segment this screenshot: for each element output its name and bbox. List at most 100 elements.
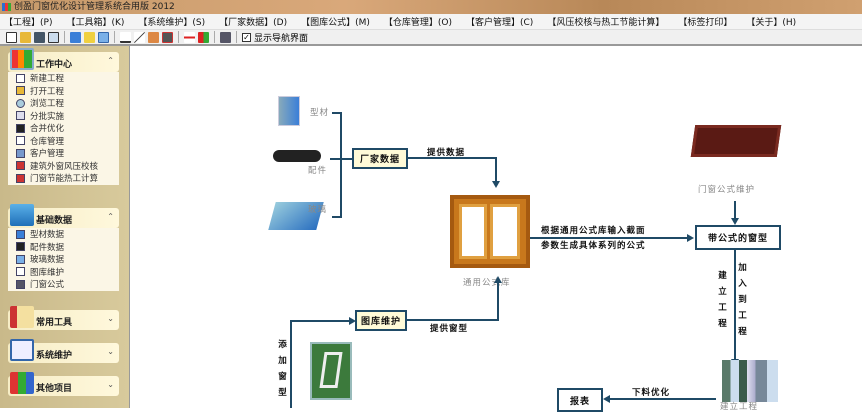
grid-icon <box>10 339 34 361</box>
calc-icon[interactable] <box>162 31 173 43</box>
bracket-line <box>340 112 342 218</box>
sidebar-item-glass-data[interactable]: 玻璃数据 <box>8 253 119 266</box>
sidebar-item-open-project[interactable]: 打开工程 <box>8 85 119 98</box>
sidebar-item-wind-check[interactable]: 建筑外窗风压校核 <box>8 160 119 173</box>
house-icon[interactable] <box>148 31 159 43</box>
vendor-data-box[interactable]: 厂家数据 <box>352 148 408 169</box>
sidebar-item-warehouse[interactable]: 仓库管理 <box>8 135 119 148</box>
expand-icon[interactable]: ⌄ <box>107 347 114 356</box>
arrow-down-icon <box>492 181 500 188</box>
sidebar-item-new-project[interactable]: 新建工程 <box>8 72 119 85</box>
exit-icon[interactable] <box>220 31 231 43</box>
menu-vendor-data[interactable]: 【厂家数据】(D) <box>219 18 288 28</box>
profile-icon <box>16 229 25 239</box>
search-icon <box>16 98 25 108</box>
sidebar-item-hardware-data[interactable]: 配件数据 <box>8 241 119 254</box>
sidebar-item-browse-project[interactable]: 浏览工程 <box>8 97 119 110</box>
sidebar-item-profile-data[interactable]: 型材数据 <box>8 228 119 241</box>
separator <box>178 31 179 43</box>
separator <box>214 31 215 43</box>
menu-customer[interactable]: 【客户管理】(C) <box>466 18 534 28</box>
connector <box>408 157 497 159</box>
menu-toolbox[interactable]: 【工具箱】(K) <box>66 18 125 28</box>
connector <box>290 320 350 322</box>
sidebar-item-thermal[interactable]: 门窗节能热工计算 <box>8 172 119 185</box>
item-label: 仓库管理 <box>30 136 65 147</box>
browse-icon[interactable] <box>48 31 59 43</box>
cubes-icon <box>10 372 34 394</box>
gallery-maint-box[interactable]: 图库维护 <box>355 310 407 331</box>
sidebar-item-batch[interactable]: 分批实施 <box>8 110 119 123</box>
connector <box>332 216 341 218</box>
group-work-center[interactable]: 工作中心 ⌃ <box>8 48 119 72</box>
group-label: 工作中心 <box>36 60 73 70</box>
generate-text-2: 参数生成具体系列的公式 <box>541 241 646 251</box>
tree-icon[interactable] <box>34 31 45 43</box>
item-label: 新建工程 <box>30 74 65 85</box>
calc-icon <box>16 173 25 183</box>
pen-icon[interactable] <box>134 31 145 43</box>
report-box[interactable]: 报表 <box>557 388 603 412</box>
separator <box>114 31 115 43</box>
sidebar: 工作中心 ⌃ 新建工程 打开工程 浏览工程 分批实施 合并优化 仓库管理 客户管理… <box>0 46 130 408</box>
buildings-icon <box>10 204 34 226</box>
window-with-formula-box[interactable]: 带公式的窗型 <box>695 225 781 250</box>
tools-icon <box>16 242 25 252</box>
item-label: 客户管理 <box>30 149 65 160</box>
menu-warehouse[interactable]: 【仓库管理】(O) <box>383 18 452 28</box>
work-center-items: 新建工程 打开工程 浏览工程 分批实施 合并优化 仓库管理 客户管理 建筑外窗风… <box>8 72 119 185</box>
menu-about[interactable]: 【关于】(H) <box>746 18 797 28</box>
menu-wind-thermal[interactable]: 【风压校核与热工节能计算】 <box>547 18 665 28</box>
menu-project[interactable]: 【工程】(P) <box>4 18 53 28</box>
profile-image[interactable] <box>278 96 300 126</box>
menu-label-print[interactable]: 【标签打印】 <box>678 18 733 28</box>
connector <box>290 320 292 408</box>
abacus-image[interactable] <box>690 125 782 157</box>
collapse-icon[interactable]: ⌃ <box>107 56 114 65</box>
cut-icon[interactable] <box>184 31 195 43</box>
group-common-tools[interactable]: 常用工具 ⌄ <box>8 306 119 330</box>
menu-system[interactable]: 【系统维护】(S) <box>138 18 206 28</box>
group-system-maint[interactable]: 系统维护⌄ <box>8 339 119 363</box>
arrow-up-icon <box>494 276 502 283</box>
hardware-icon[interactable] <box>84 31 95 43</box>
group-base-data[interactable]: 基础数据 ⌃ <box>8 204 119 228</box>
group-label: 基础数据 <box>36 216 73 226</box>
sidebar-item-gallery[interactable]: 图库维护 <box>8 266 119 279</box>
item-label: 图库维护 <box>30 267 65 278</box>
tools-icon <box>16 123 25 133</box>
expand-icon[interactable]: ⌄ <box>107 380 114 389</box>
arrow-down-icon <box>731 218 739 225</box>
building-image[interactable] <box>722 360 778 402</box>
glass-icon[interactable] <box>98 31 109 43</box>
item-label: 配件数据 <box>30 242 65 253</box>
pen-icon <box>16 267 25 277</box>
formula-lib-image[interactable] <box>450 195 530 268</box>
hardware-image[interactable] <box>273 150 321 162</box>
group-label: 常用工具 <box>36 318 73 328</box>
window-gallery-image[interactable] <box>310 342 352 400</box>
separator <box>236 31 237 43</box>
calc-icon <box>16 161 25 171</box>
profile-icon[interactable] <box>70 31 81 43</box>
expand-icon[interactable]: ⌄ <box>107 314 114 323</box>
sidebar-item-formula[interactable]: 门窗公式 <box>8 278 119 291</box>
open-icon[interactable] <box>20 31 31 43</box>
formula-lib-label: 通用公式库 <box>463 278 511 288</box>
group-other[interactable]: 其他项目⌄ <box>8 372 119 396</box>
open-icon <box>16 86 25 96</box>
menu-gallery[interactable]: 【图库公式】(M) <box>301 18 370 28</box>
arrow-right-icon <box>349 317 356 325</box>
house-icon <box>16 279 25 289</box>
add-to-project-text: 加入到工程 <box>738 263 748 337</box>
build-project-text: 建立工程 <box>718 271 728 329</box>
new-icon[interactable] <box>6 31 17 43</box>
sidebar-item-customer[interactable]: 客户管理 <box>8 147 119 160</box>
show-nav-checkbox[interactable]: ✓ <box>242 32 251 42</box>
glasses-icon[interactable] <box>120 31 131 43</box>
color-icon[interactable] <box>198 31 209 43</box>
item-label: 分批实施 <box>30 111 65 122</box>
profile-label: 型材 <box>310 108 330 118</box>
sidebar-item-merge-optimize[interactable]: 合并优化 <box>8 122 119 135</box>
collapse-icon[interactable]: ⌃ <box>107 212 114 221</box>
